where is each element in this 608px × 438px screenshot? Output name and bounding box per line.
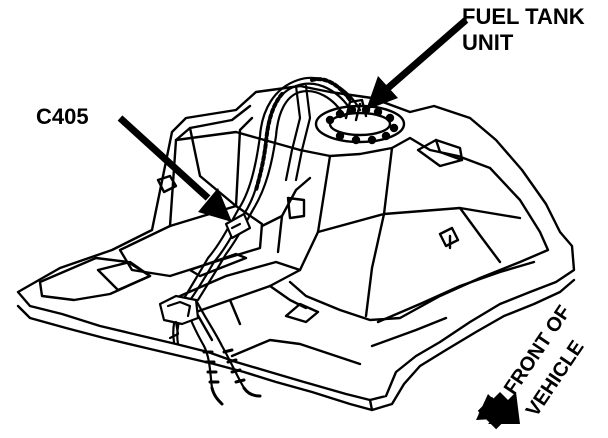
fuel-tank-unit-label-line2: UNIT [462, 30, 514, 55]
fuel-tank-unit-arrow [385, 17, 469, 91]
fuel-tank-unit-arrowhead [366, 76, 398, 110]
c405-arrow [117, 115, 211, 201]
c405-arrowhead [198, 188, 232, 222]
c405-label: C405 [36, 104, 89, 129]
front-clamp [158, 294, 200, 326]
callout-arrows [117, 17, 520, 430]
tank-seam [16, 278, 576, 412]
fuel-tank-unit-label: FUEL TANK [462, 4, 585, 29]
wiring-harness [158, 76, 362, 406]
